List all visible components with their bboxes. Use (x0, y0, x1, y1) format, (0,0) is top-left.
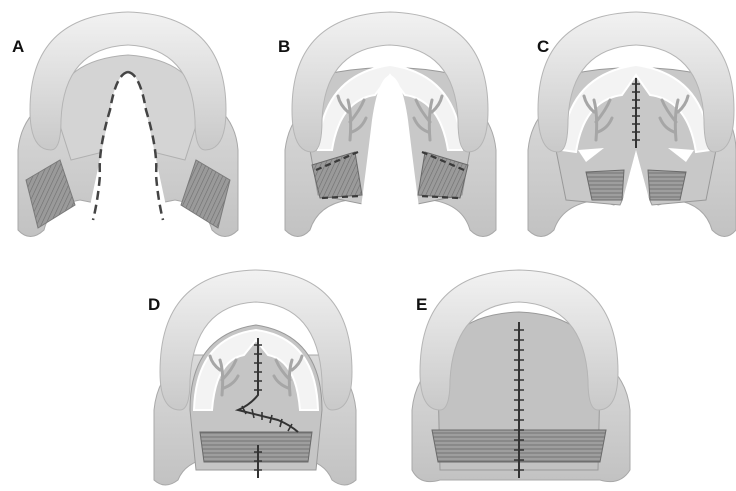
panel-label-d: D (148, 295, 160, 314)
panel-b: B (278, 12, 496, 237)
muscle-band-d (200, 432, 312, 462)
panel-c: C (528, 12, 736, 237)
panel-label-c: C (537, 37, 549, 56)
panel-label-b: B (278, 37, 290, 56)
panel-d: D (148, 270, 356, 485)
panel-e: E (412, 270, 630, 482)
muscle-right-c (648, 170, 686, 200)
panel-label-e: E (416, 295, 427, 314)
panel-a: A (12, 12, 238, 237)
panel-label-a: A (12, 37, 24, 56)
muscle-left-c (586, 170, 624, 200)
